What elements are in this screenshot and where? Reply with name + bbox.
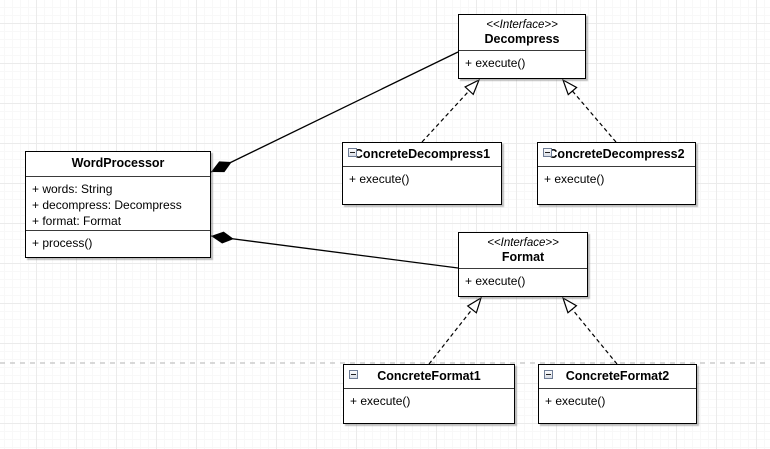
- collapse-icon[interactable]: [544, 370, 553, 379]
- interface-format[interactable]: <<Interface>> Format + execute(): [458, 232, 588, 297]
- class-concretedecompress1[interactable]: ConcreteDecompress1 + execute(): [342, 142, 502, 205]
- realization-connector-concreteformat1[interactable]: [428, 298, 481, 365]
- interface-format-operations: + execute(): [459, 269, 587, 291]
- collapse-icon[interactable]: [543, 148, 552, 157]
- class-wordprocessor-attributes: + words: String + decompress: Decompress…: [26, 177, 210, 231]
- operation-execute: + execute(): [465, 56, 526, 70]
- class-concretedecompress1-operations: + execute(): [343, 167, 501, 189]
- realization-connector-concretedecompress2[interactable]: [563, 80, 617, 143]
- class-concreteformat2-operations: + execute(): [539, 389, 696, 411]
- interface-decompress-title: <<Interface>> Decompress: [459, 15, 585, 51]
- class-concretedecompress2-title: ConcreteDecompress2: [538, 143, 695, 167]
- stereotype-label: <<Interface>>: [486, 19, 558, 31]
- class-concreteformat1-operations: + execute(): [344, 389, 514, 411]
- class-concreteformat1[interactable]: ConcreteFormat1 + execute(): [343, 364, 515, 424]
- interface-format-title: <<Interface>> Format: [459, 233, 587, 269]
- interface-name: Decompress: [484, 32, 560, 46]
- attribute-words: + words: String: [32, 181, 113, 196]
- class-concretedecompress2-operations: + execute(): [538, 167, 695, 189]
- class-name: ConcreteDecompress2: [548, 146, 685, 161]
- realization-connector-concreteformat2[interactable]: [563, 298, 618, 365]
- operation-process: + process(): [32, 235, 93, 250]
- attribute-format: + format: Format: [32, 213, 122, 228]
- collapse-icon[interactable]: [349, 370, 358, 379]
- collapse-icon[interactable]: [348, 148, 357, 157]
- class-concreteformat2[interactable]: ConcreteFormat2 + execute(): [538, 364, 697, 424]
- class-concretedecompress1-title: ConcreteDecompress1: [343, 143, 501, 167]
- class-concreteformat1-title: ConcreteFormat1: [344, 365, 514, 389]
- stereotype-label: <<Interface>>: [487, 237, 559, 249]
- class-concretedecompress2[interactable]: ConcreteDecompress2 + execute(): [537, 142, 696, 205]
- class-name: ConcreteFormat1: [377, 368, 481, 383]
- interface-decompress-operations: + execute(): [459, 51, 585, 73]
- realization-connector-concretedecompress1[interactable]: [421, 80, 479, 143]
- class-wordprocessor-operations: + process(): [26, 231, 210, 253]
- composition-connector-format[interactable]: [210, 231, 459, 269]
- operation-execute: + execute(): [349, 171, 410, 186]
- operation-execute: + execute(): [545, 393, 606, 408]
- class-name: ConcreteDecompress1: [353, 146, 491, 161]
- class-name: ConcreteFormat2: [565, 368, 670, 383]
- attribute-decompress: + decompress: Decompress: [32, 197, 182, 212]
- operation-execute: + execute(): [350, 393, 411, 408]
- operation-execute: + execute(): [465, 274, 526, 288]
- interface-decompress[interactable]: <<Interface>> Decompress + execute(): [458, 14, 586, 79]
- operation-execute: + execute(): [544, 171, 605, 186]
- class-wordprocessor-title: WordProcessor: [26, 152, 210, 177]
- interface-name: Format: [501, 250, 545, 264]
- class-concreteformat2-title: ConcreteFormat2: [539, 365, 696, 389]
- class-wordprocessor[interactable]: WordProcessor + words: String + decompre…: [25, 151, 211, 258]
- composition-connector-decompress[interactable]: [210, 51, 459, 173]
- class-name: WordProcessor: [71, 156, 165, 171]
